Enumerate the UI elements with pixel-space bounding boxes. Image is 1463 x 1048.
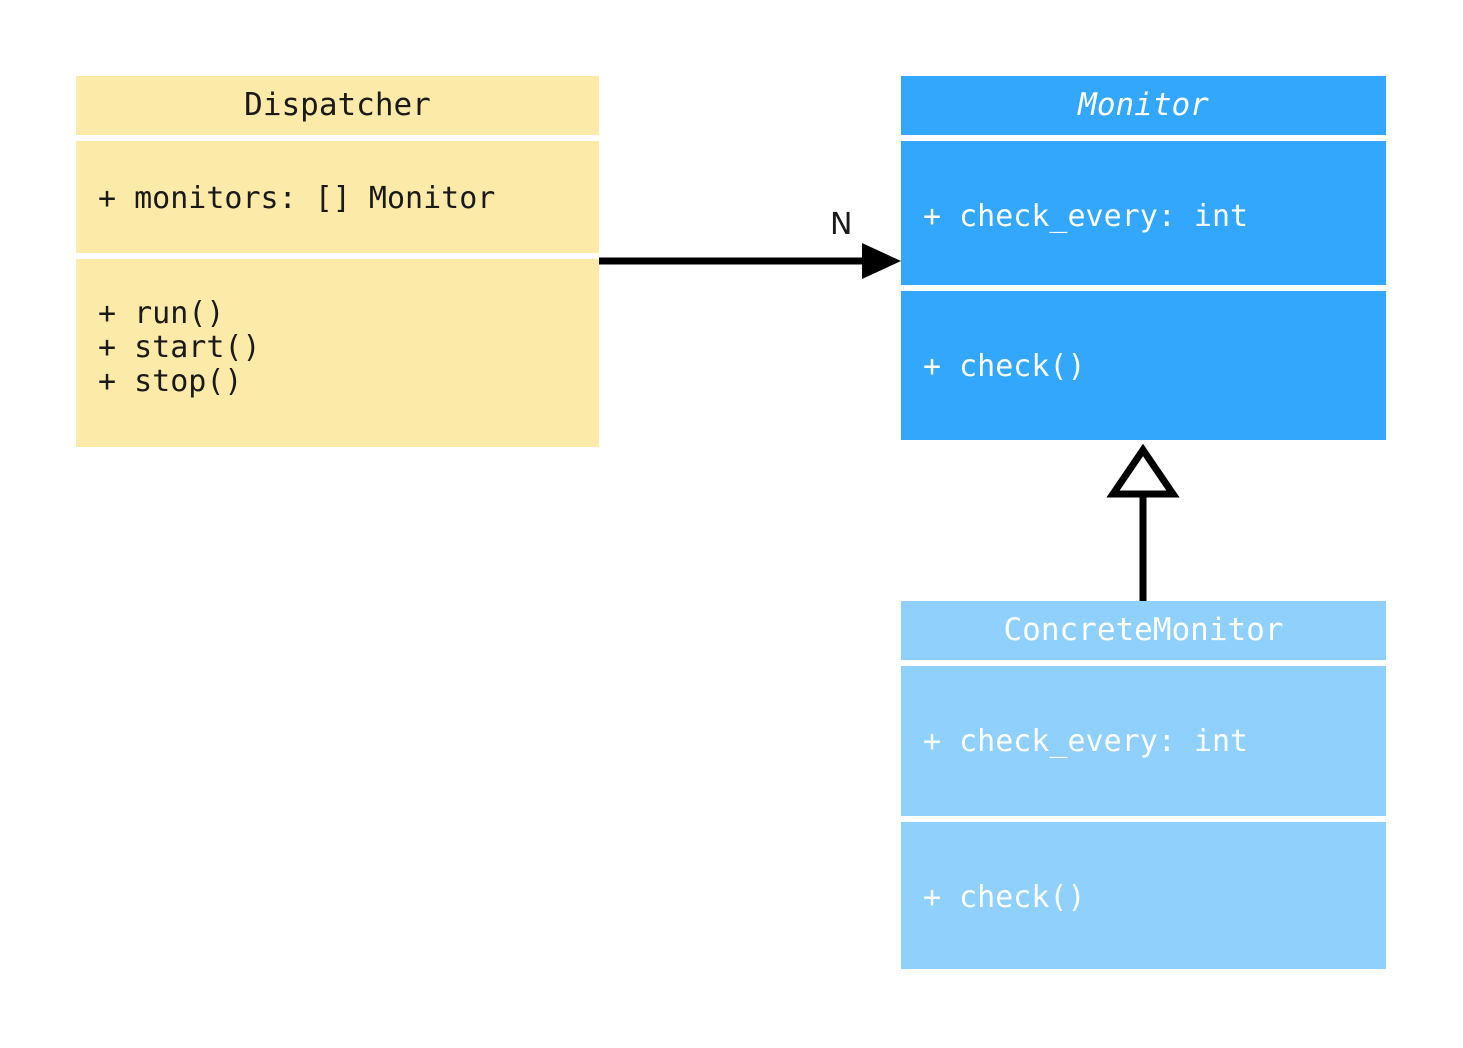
hollow-triangle-arrowhead-icon bbox=[1106, 443, 1180, 498]
attribute-list-concretemonitor: + check_every: int bbox=[923, 724, 1249, 759]
association-multiplicity-label: N bbox=[830, 207, 853, 242]
class-header-dispatcher: Dispatcher bbox=[76, 76, 599, 135]
class-box-concretemonitor[interactable]: ConcreteMonitor + check_every: int + che… bbox=[901, 601, 1386, 969]
method-list-concretemonitor: + check() bbox=[923, 880, 1086, 915]
class-box-dispatcher[interactable]: Dispatcher + monitors: [] Monitor + run(… bbox=[76, 76, 599, 447]
class-name-monitor: Monitor bbox=[1078, 87, 1209, 123]
class-header-monitor: Monitor bbox=[901, 76, 1386, 135]
association-arrow-dispatcher-to-monitor bbox=[599, 243, 901, 279]
attribute-list-monitor: + check_every: int bbox=[923, 199, 1249, 234]
class-attributes-dispatcher: + monitors: [] Monitor bbox=[76, 135, 599, 253]
class-methods-dispatcher: + run() + start() + stop() bbox=[76, 253, 599, 447]
method-list-monitor: + check() bbox=[923, 349, 1086, 384]
attribute-list-dispatcher: + monitors: [] Monitor bbox=[98, 181, 496, 216]
class-methods-concretemonitor: + check() bbox=[901, 816, 1386, 969]
class-name-dispatcher: Dispatcher bbox=[244, 87, 431, 123]
method-list-dispatcher: + run() + start() + stop() bbox=[98, 296, 261, 399]
filled-arrowhead-icon bbox=[862, 243, 901, 279]
class-attributes-concretemonitor: + check_every: int bbox=[901, 660, 1386, 816]
generalization-arrow-concretemonitor-to-monitor bbox=[1106, 443, 1180, 601]
class-attributes-monitor: + check_every: int bbox=[901, 135, 1386, 285]
class-header-concretemonitor: ConcreteMonitor bbox=[901, 601, 1386, 660]
class-box-monitor[interactable]: Monitor + check_every: int + check() bbox=[901, 76, 1386, 440]
class-name-concretemonitor: ConcreteMonitor bbox=[1003, 612, 1284, 648]
class-methods-monitor: + check() bbox=[901, 285, 1386, 440]
